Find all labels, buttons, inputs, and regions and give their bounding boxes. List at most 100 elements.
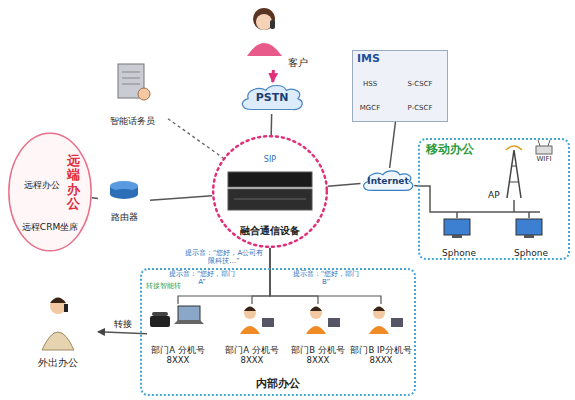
department-extension: 部门B 分机号8XXX [290,304,346,366]
router-icon-part-part [110,189,138,199]
node-label: 内部办公 [256,378,300,391]
customer-figure-part-part [270,20,275,29]
pstn-cloud-outline [242,86,302,110]
ap-tower-part-part [506,146,522,150]
wifi-device-part-part [548,140,550,146]
network-element: P-CSCF [400,105,440,113]
mobile-network-wires-part [418,186,540,218]
department-desks-part [150,306,403,334]
customer-figure-part-part [247,43,282,56]
department-desks-part-part [328,318,340,327]
node-label: 客户 [288,57,308,69]
customer-figure-part-part [256,14,272,30]
device-stack-part-part [234,199,306,200]
department-extension: 部门B IP分机号8XXX [350,304,412,366]
device-stack-part [228,172,312,210]
sphone-pcs-part [444,219,542,238]
network-element: S-CSCF [400,81,440,89]
department-desks-part-part [244,307,256,319]
node-label: Sphone [514,248,548,258]
department-desks-part-part [369,326,389,334]
internet-cloud: Internet [360,168,416,194]
department-desks-part-part [310,307,322,312]
wifi-device-part-part [536,146,552,154]
customer-icon: 客户 [240,2,310,70]
convergence-device: SIP融合通信设备 [212,135,328,248]
router: 路由器 [98,182,150,222]
node-label: Sphone [442,248,476,258]
department-desks-part-part [391,318,403,327]
remote-office-ellipse: 远程办公远程CRM坐席远端办公 [8,132,92,252]
transfer-note: 转接智能转 [143,283,183,291]
internet-cloud-outline [364,171,413,191]
department-desks-part-part [373,307,385,312]
department-extension: 部门A 分机号8XXX [224,304,280,366]
field-worker-figure-part-part [64,304,68,312]
connector [92,197,98,199]
operator-server-part [118,64,150,100]
ap-tower-part-part [509,182,519,183]
field-worker-figure-part-part [50,298,66,304]
node-label: 远端办公 [67,154,80,211]
department-extension: 部门A 分机号8XXX [147,304,209,366]
network-element: MGCF [355,105,385,113]
node-label: Internet [367,176,408,186]
connector [271,70,275,82]
customer-figure-part [247,8,282,56]
internal-office-box: 部门A 分机号8XXX部门A 分机号8XXX部门B 分机号8XXX部门B IP分… [140,268,416,396]
sphone-pcs-part-part [524,235,534,238]
node-caption: 融合通信设备 [240,225,300,237]
convergence-device-outline [213,136,327,247]
operator-server-part-part [122,72,140,73]
connector [150,196,212,200]
mobile-network-wires-part-part [528,212,530,218]
node-label: 路由器 [111,212,138,222]
node-label: 移动办公 [426,143,474,157]
operator-server-part-part [122,78,140,79]
prompt-note: 提示音：“您好，A公司有限科技...” [182,250,266,265]
operator-server: 智能话务员 [96,60,168,126]
department-desks-part-part [262,318,274,327]
department-desks-part-part [178,306,200,321]
mobile-network-wires-part-part [456,212,458,218]
field-worker-figure-part-part [42,332,74,350]
field-worker: 外出办公 [18,292,98,368]
operator-server-part-part [122,84,140,85]
network-element: HSS [355,81,385,89]
node-label: PSTN [256,92,289,105]
node-label: AP [488,190,500,200]
sphone-pc: Sphone [432,218,486,258]
mobile-network-wires-part-part [418,186,540,212]
department-desks-part-part [310,307,322,319]
prompt-note: 提示音：“您好，部门A” [166,271,238,286]
wifi-device-part-part [538,140,540,146]
sphone-pcs-part-part [444,219,470,235]
connector [270,114,272,135]
device-stack-part-part [228,189,312,210]
wifi-label: WIFI [527,156,561,164]
connector [168,119,223,158]
ap-tower-part [506,146,522,198]
ap-tower-part-part [507,150,521,198]
connector [328,183,361,186]
sphone-pcs-part-part [452,235,462,238]
department-desks-part-part [240,326,260,334]
node-label: 远程CRM坐席 [22,222,78,232]
sphone-pcs-part-part [516,219,542,235]
router-icon-part [110,181,138,199]
department-desks-part-part [306,326,326,334]
connector [390,122,396,168]
field-worker-figure-part [42,298,74,351]
prompt-note: 提示音：“您好，部门B” [290,271,362,286]
operator-server-part-part [138,88,150,100]
department-desks-part-part [244,307,256,312]
edge-label: 转接 [112,318,134,331]
department-desks-part-part [373,307,385,319]
sphone-pc: Sphone [504,218,558,258]
connector [270,248,381,304]
device-stack-part-part [228,172,312,187]
department-desks-part-part [152,312,168,316]
node-label: 部门A 分机号8XXX [147,346,209,366]
customer-figure-part-part [253,8,275,30]
wifi-device-part [536,140,552,154]
